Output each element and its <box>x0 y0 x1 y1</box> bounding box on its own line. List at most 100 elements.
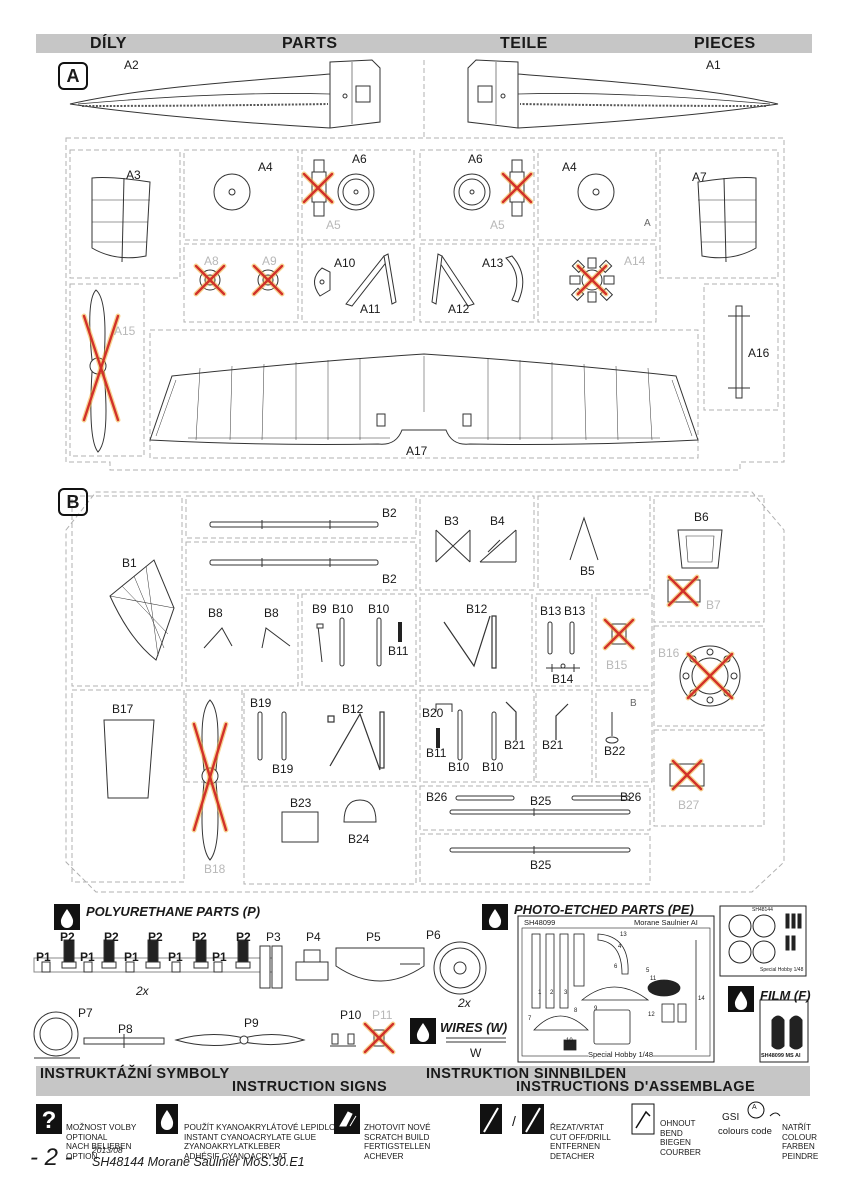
label-b21-b: B21 <box>542 738 564 752</box>
pe-num-11: 11 <box>650 976 657 982</box>
symbols-header-bar: INSTRUKTÁŽNÍ SYMBOLY INSTRUKTION SINNBIL… <box>36 1066 810 1096</box>
label-a7: A7 <box>692 170 707 184</box>
label-a5-right: A5 <box>490 218 505 232</box>
symbols-title-en: INSTRUCTION SIGNS <box>232 1079 388 1095</box>
label-b10-d: B10 <box>482 760 504 774</box>
label-b22: B22 <box>604 744 626 758</box>
label-p2-2: P2 <box>104 930 119 944</box>
label-a5-left: A5 <box>326 218 341 232</box>
page-number: - 2 - <box>30 1144 73 1171</box>
label-p2-3: P2 <box>148 930 163 944</box>
pe-num-13: 13 <box>620 932 627 938</box>
part-b10-c <box>457 709 463 761</box>
part-b25-bottom <box>449 846 631 854</box>
question-icon: ? <box>36 1104 62 1134</box>
label-b23: B23 <box>290 796 312 810</box>
wire-w <box>446 1037 506 1043</box>
part-p4 <box>295 949 329 981</box>
label-w: W <box>470 1046 482 1060</box>
strut-b2-bottom <box>209 558 379 567</box>
label-p4: P4 <box>306 930 321 944</box>
film-code: SH48099 MS AI <box>761 1053 801 1059</box>
part-b21-a <box>505 701 517 740</box>
pe-num-7: 7 <box>528 1016 532 1022</box>
wires-title: WIRES (W) <box>440 1020 508 1035</box>
p1-p2-row <box>33 939 275 973</box>
symbols-title-fr: INSTRUCTIONS D'ASSEMBLAGE <box>516 1079 756 1095</box>
label-a2: A2 <box>124 58 139 72</box>
label-b13-b: B13 <box>564 604 586 618</box>
svg-text:?: ? <box>42 1107 57 1134</box>
header-en: PARTS <box>282 35 338 52</box>
pe-num-5: 5 <box>646 968 650 974</box>
pe-small-fret-code: SH48144 <box>752 907 773 913</box>
glue-drop-icon <box>156 1104 178 1134</box>
footer-date: 2013/08 <box>92 1145 123 1155</box>
sprue-b <box>65 491 785 893</box>
label-b4: B4 <box>490 514 505 528</box>
part-p5 <box>335 947 425 982</box>
rudder-a7 <box>697 177 757 263</box>
label-b19-top: B19 <box>250 696 272 710</box>
part-b12-bottom <box>327 711 385 771</box>
label-b14: B14 <box>552 672 574 686</box>
part-b26-right <box>571 795 631 801</box>
sprue-a-mark: A <box>644 218 651 229</box>
strut-a16 <box>728 305 750 399</box>
label-b16: B16 <box>658 646 680 660</box>
label-b10-b: B10 <box>368 602 390 616</box>
part-b8-left <box>203 627 233 649</box>
film-title: FILM (F) <box>760 988 811 1003</box>
label-a8: A8 <box>204 254 219 268</box>
pe-small-fret <box>719 905 807 977</box>
label-p1-5: P1 <box>212 950 227 964</box>
label-b26-right: B26 <box>620 790 642 804</box>
disc-a4-left <box>213 173 251 211</box>
part-a10 <box>314 267 331 297</box>
label-b1: B1 <box>122 556 137 570</box>
film-sheet <box>759 999 809 1063</box>
label-b2-bottom: B2 <box>382 572 397 586</box>
part-b13-b <box>569 621 575 655</box>
pe-num-6: 6 <box>614 964 618 970</box>
label-p10: P10 <box>340 1008 362 1022</box>
resin-cylinders <box>33 939 487 1059</box>
svg-text:/: / <box>512 1113 516 1129</box>
gsi-letter: A <box>752 1104 757 1111</box>
windscreen-b6 <box>677 529 723 569</box>
label-b7: B7 <box>706 598 721 612</box>
label-a16: A16 <box>748 346 770 360</box>
label-p9: P9 <box>244 1016 259 1030</box>
sprue-a <box>65 60 785 471</box>
label-b13-a: B13 <box>540 604 562 618</box>
pe-num-8: 8 <box>574 1008 578 1014</box>
label-b9: B9 <box>312 602 327 616</box>
label-a14: A14 <box>624 254 646 268</box>
part-a11 <box>345 253 397 307</box>
symbol-icons: ? / <box>36 1101 781 1135</box>
sprue-b-mark: B <box>630 698 637 709</box>
label-b21-a: B21 <box>504 738 526 752</box>
label-p2-1: P2 <box>60 930 75 944</box>
label-p3: P3 <box>266 930 281 944</box>
pe-num-1: 1 <box>538 990 542 996</box>
header-fr: PIECES <box>694 35 756 52</box>
label-p11: P11 <box>372 1008 393 1022</box>
pe-fret-maker: Special Hobby 1/48 <box>588 1050 654 1059</box>
label-b24: B24 <box>348 832 370 846</box>
part-b23 <box>281 811 319 843</box>
seat-b17 <box>103 719 155 799</box>
disc-a6-left <box>337 173 375 211</box>
pe-num-2: 2 <box>550 990 554 996</box>
part-b5 <box>569 516 599 561</box>
label-p2-5: P2 <box>236 930 251 944</box>
header-cz: DÍLY <box>90 35 127 52</box>
part-b22 <box>605 712 619 744</box>
label-b27: B27 <box>678 798 700 812</box>
parts-header-bar: DÍLY PARTS TEILE PIECES <box>36 34 812 53</box>
label-a11: A11 <box>360 302 381 316</box>
label-b10-a: B10 <box>332 602 354 616</box>
label-b12-bottom: B12 <box>342 702 364 716</box>
